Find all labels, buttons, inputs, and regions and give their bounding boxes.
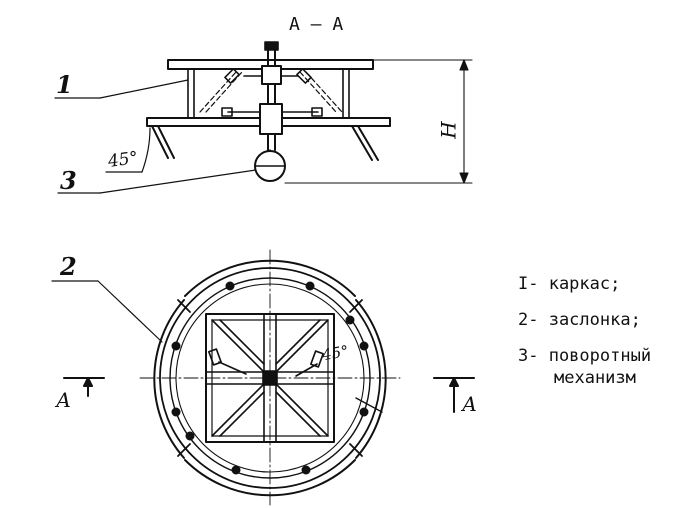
cut-marker-left-graphic [63,377,105,397]
legend-item-frame: I- каркас; [518,274,621,294]
legend: I- каркас; 2- заслонка; 3- поворотный ме… [518,274,651,404]
cut-marker-left: А [56,388,72,412]
section-title: А – А [289,14,344,35]
callout-frame: 1 [56,70,73,99]
section-view [146,41,391,182]
angle-label-section: 45° [106,147,140,173]
legend-item-mechanism: 3- поворотный [518,346,652,366]
cut-marker-right-graphic [433,377,475,413]
callout-damper: 2 [60,252,77,281]
height-dimension [284,59,473,184]
callout-mechanism: 3 [60,166,77,195]
plan-view [139,249,401,506]
leader-lines [51,79,257,343]
height-label: Н [436,121,461,139]
legend-item-mechanism-cont: механизм [554,368,636,388]
cut-marker-right: А [462,392,478,416]
legend-item-damper: 2- заслонка; [518,310,641,330]
